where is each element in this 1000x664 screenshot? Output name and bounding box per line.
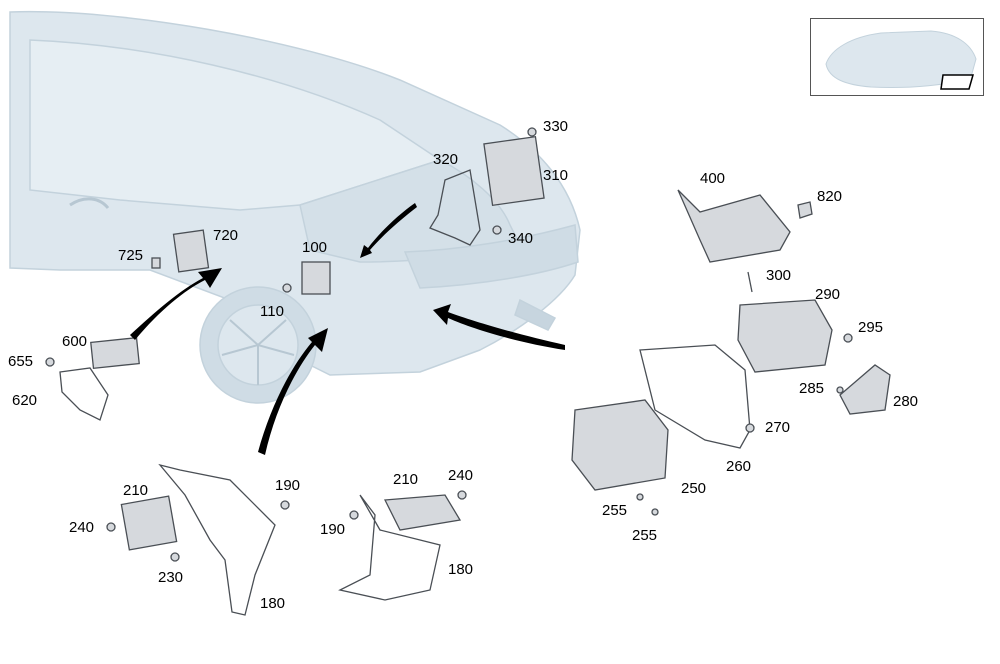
part-600-module: [90, 336, 140, 370]
label-310: 310: [543, 167, 569, 184]
part-820-clip: [797, 201, 813, 219]
label-100: 100: [302, 239, 328, 256]
label-240-left: 240: [69, 519, 95, 536]
label-725: 725: [118, 247, 144, 264]
label-320: 320: [433, 151, 459, 168]
label-330: 330: [543, 118, 569, 135]
part-100-module: [301, 261, 331, 295]
label-190-left: 190: [275, 477, 301, 494]
label-820: 820: [817, 188, 843, 205]
part-725-clip: [151, 257, 161, 269]
part-240-nut-right: [457, 490, 467, 500]
part-620-bracket: [59, 367, 109, 421]
label-230: 230: [158, 569, 184, 586]
label-720: 720: [213, 227, 239, 244]
part-320-bracket: [429, 169, 481, 246]
label-280: 280: [893, 393, 919, 410]
label-210-left: 210: [123, 482, 149, 499]
part-270-nut: [745, 423, 755, 433]
part-210-module-left: [120, 495, 178, 551]
label-255-a: 255: [602, 502, 628, 519]
part-240-nut-left: [106, 522, 116, 532]
label-285: 285: [799, 380, 825, 397]
part-310-module: [483, 135, 545, 207]
label-270: 270: [765, 419, 791, 436]
part-655-nut: [45, 357, 55, 367]
label-190-right: 190: [320, 521, 346, 538]
locator-inset: [810, 18, 984, 96]
label-180-left: 180: [260, 595, 286, 612]
part-180-bracket-right: [338, 494, 441, 601]
label-210-right: 210: [393, 471, 419, 488]
part-290-module: [737, 299, 833, 373]
part-190-nut-right: [349, 510, 359, 520]
label-260: 260: [726, 458, 752, 475]
label-295: 295: [858, 319, 884, 336]
label-600: 600: [62, 333, 88, 350]
part-180-bracket-left: [158, 463, 276, 616]
label-340: 340: [508, 230, 534, 247]
part-330-nut: [527, 127, 537, 137]
part-230-nut: [170, 552, 180, 562]
label-110: 110: [260, 303, 284, 320]
label-400: 400: [700, 170, 726, 187]
part-110-screw: [282, 283, 292, 293]
label-620: 620: [12, 392, 38, 409]
arrow-to-720: [130, 268, 222, 340]
label-290: 290: [815, 286, 841, 303]
car-silhouette: [9, 10, 581, 404]
part-280-bracket: [839, 364, 891, 415]
part-250-control-unit: [571, 399, 669, 491]
part-210-heatsink-right: [383, 494, 462, 531]
arrow-to-rear: [433, 304, 565, 350]
arrow-to-100: [258, 328, 328, 455]
label-655: 655: [8, 353, 34, 370]
arrow-to-310: [360, 203, 417, 258]
label-255-b: 255: [632, 527, 658, 544]
label-240-right: 240: [448, 467, 474, 484]
part-340-nut: [492, 225, 502, 235]
part-720-module: [172, 229, 210, 273]
parts: [45, 127, 891, 616]
part-255-screw-b: [651, 508, 659, 516]
part-190-nut-left: [280, 500, 290, 510]
highlight-area-icon: [940, 74, 974, 90]
part-300-screw: [747, 271, 753, 293]
part-285-screw: [836, 386, 844, 394]
assembly-arrows: [130, 203, 565, 455]
label-250: 250: [681, 480, 707, 497]
part-400-cover: [677, 189, 791, 263]
part-295-nut: [843, 333, 853, 343]
label-300: 300: [766, 267, 792, 284]
part-255-screw-a: [636, 493, 644, 501]
label-180-right: 180: [448, 561, 474, 578]
part-260-carrier: [639, 344, 751, 449]
car-top-view-icon: [825, 30, 977, 90]
